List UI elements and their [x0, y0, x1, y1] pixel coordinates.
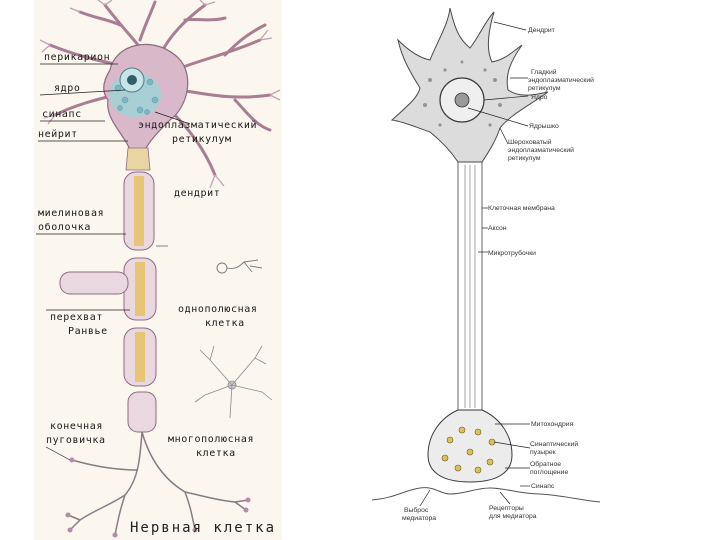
label-reuptake-2: поглощение: [530, 469, 568, 476]
label-receptors-2: для медиатора: [489, 513, 537, 520]
label-right-nucleus: Ядро: [531, 94, 548, 101]
label-rough-er-3: ретикулум: [508, 155, 541, 162]
label-er-line2: ретикулум: [172, 134, 232, 145]
label-synapse: синапс: [42, 109, 82, 120]
label-er-line1: эндоплазматический: [138, 119, 257, 131]
label-terminal-line2: пуговичка: [46, 435, 106, 446]
postsynaptic-membrane: [372, 488, 600, 502]
label-smooth-er-1: Гладкий: [531, 68, 557, 76]
label-smooth-er-3: ретикулум: [528, 85, 561, 92]
label-microtubules: Микротрубочки: [488, 249, 536, 257]
right-panel: Дендрит Гладкий эндоплазматический ретик…: [372, 8, 600, 522]
label-unipolar-line2: клетка: [205, 318, 245, 329]
label-vesicle-2: пузырек: [530, 449, 556, 456]
myelin-branch: [60, 272, 128, 294]
axon-hillock: [126, 148, 150, 170]
label-rough-er-1: Шероховатый: [508, 138, 552, 146]
right-axon: [458, 162, 482, 410]
label-multipolar-line2: клетка: [196, 448, 236, 459]
label-perikaryon: перикарион: [44, 52, 110, 63]
label-myelin-line1: миелиновая: [38, 208, 104, 219]
label-vesicle-1: Синаптический: [530, 440, 578, 448]
axon-core: [134, 176, 145, 382]
label-right-synapse: Синапс: [531, 483, 555, 490]
label-multipolar-line1: многополюсная: [168, 434, 254, 445]
nucleolus: [127, 75, 137, 85]
label-myelin-line2: оболочка: [38, 221, 91, 233]
caption: Нервная клетка: [130, 520, 276, 536]
label-ranvier-line1: перехват: [50, 312, 103, 323]
left-panel: перикарион ядро синапс нейрит эндоплазма…: [34, 0, 282, 540]
label-release-1: Выброс: [404, 506, 429, 514]
label-dendrite: дендрит: [174, 188, 220, 199]
label-axon: Аксон: [488, 225, 507, 232]
label-receptors-1: Рецепторы: [489, 505, 524, 512]
label-nucleolus: Ядрышко: [529, 123, 559, 130]
label-release-2: медиатора: [402, 515, 436, 522]
label-mitochondria: Митохондрия: [531, 421, 574, 428]
label-nucleus: ядро: [54, 83, 80, 94]
label-rough-er-2: эндоплазматический: [508, 146, 574, 154]
label-ranvier-line2: Ранвье: [68, 326, 108, 337]
label-membrane: Клеточная мембрана: [488, 204, 555, 212]
label-unipolar-line1: однополюсная: [178, 304, 257, 315]
label-smooth-er-2: эндоплазматический: [528, 76, 594, 84]
label-right-dendrite: Дендрит: [528, 27, 555, 34]
axon-terminal: [428, 410, 512, 482]
label-terminal-line1: конечная: [50, 421, 103, 432]
label-reuptake-1: Обратное: [530, 460, 561, 468]
right-nucleolus: [455, 93, 469, 107]
label-neurite: нейрит: [38, 128, 78, 140]
